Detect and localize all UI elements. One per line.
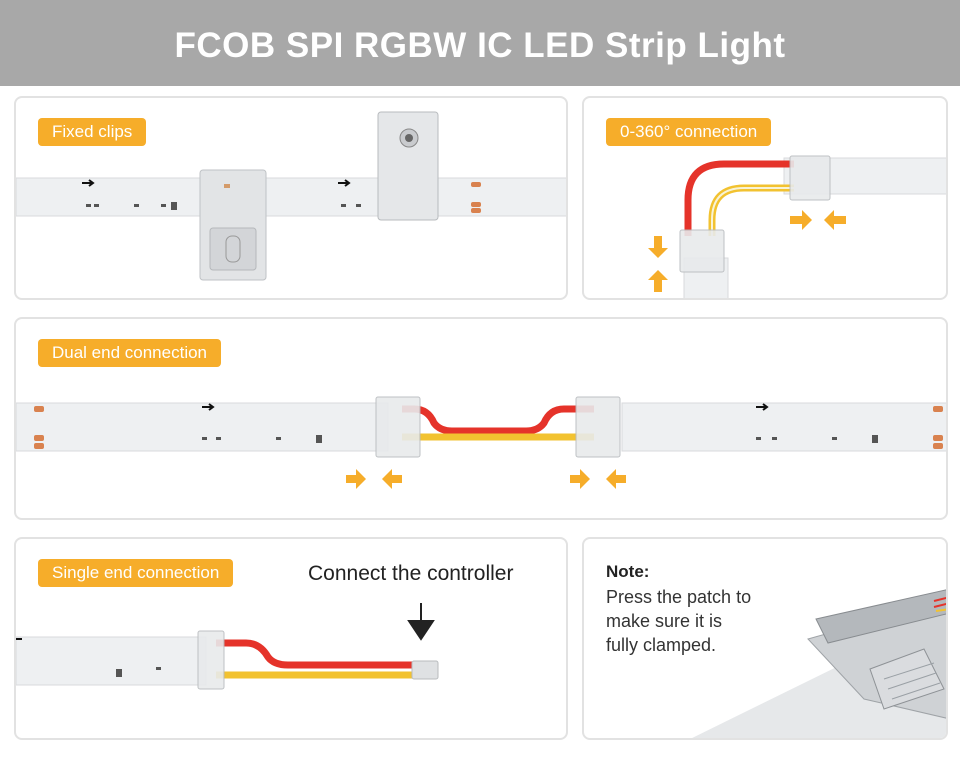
dual-end-illustration <box>16 396 946 489</box>
single-end-label: Single end connection <box>38 559 234 587</box>
fixed-clips-illustration <box>16 111 566 281</box>
arrow-left-icon <box>382 469 402 489</box>
rotation-connection-label: 0-360° connection <box>606 118 772 146</box>
fixed-clips-panel: Fixed clips <box>14 96 568 300</box>
rotation-connection-panel: 0-360° connection <box>582 96 948 300</box>
dual-end-label: Dual end connection <box>38 339 222 367</box>
arrow-left-icon <box>606 469 626 489</box>
dual-end-panel: Dual end connection <box>14 317 948 520</box>
note-line: Press the patch to <box>606 587 752 607</box>
note-title: Note: <box>606 562 650 581</box>
single-end-panel: Single end connection Connect the contro… <box>14 537 568 740</box>
note-panel: Note: Press the patch to make sure it is… <box>582 537 948 740</box>
arrow-right-icon <box>790 210 812 230</box>
controller-caption: Connect the controller <box>308 562 514 585</box>
fixed-clips-label: Fixed clips <box>38 118 147 146</box>
down-pointer-icon <box>407 603 435 641</box>
note-line: make sure it is <box>606 611 723 631</box>
rotation-connection-illustration <box>648 155 946 298</box>
arrow-right-icon <box>346 469 366 489</box>
note-line: fully clamped. <box>606 635 717 655</box>
single-end-illustration <box>16 603 439 690</box>
arrow-down-icon <box>648 236 668 258</box>
arrow-right-icon <box>570 469 590 489</box>
page-title: FCOB SPI RGBW IC LED Strip Light <box>174 26 786 65</box>
arrow-left-icon <box>824 210 846 230</box>
arrow-up-icon <box>648 270 668 292</box>
patch-clamp-photo <box>692 589 946 738</box>
header-banner: FCOB SPI RGBW IC LED Strip Light <box>0 0 960 86</box>
